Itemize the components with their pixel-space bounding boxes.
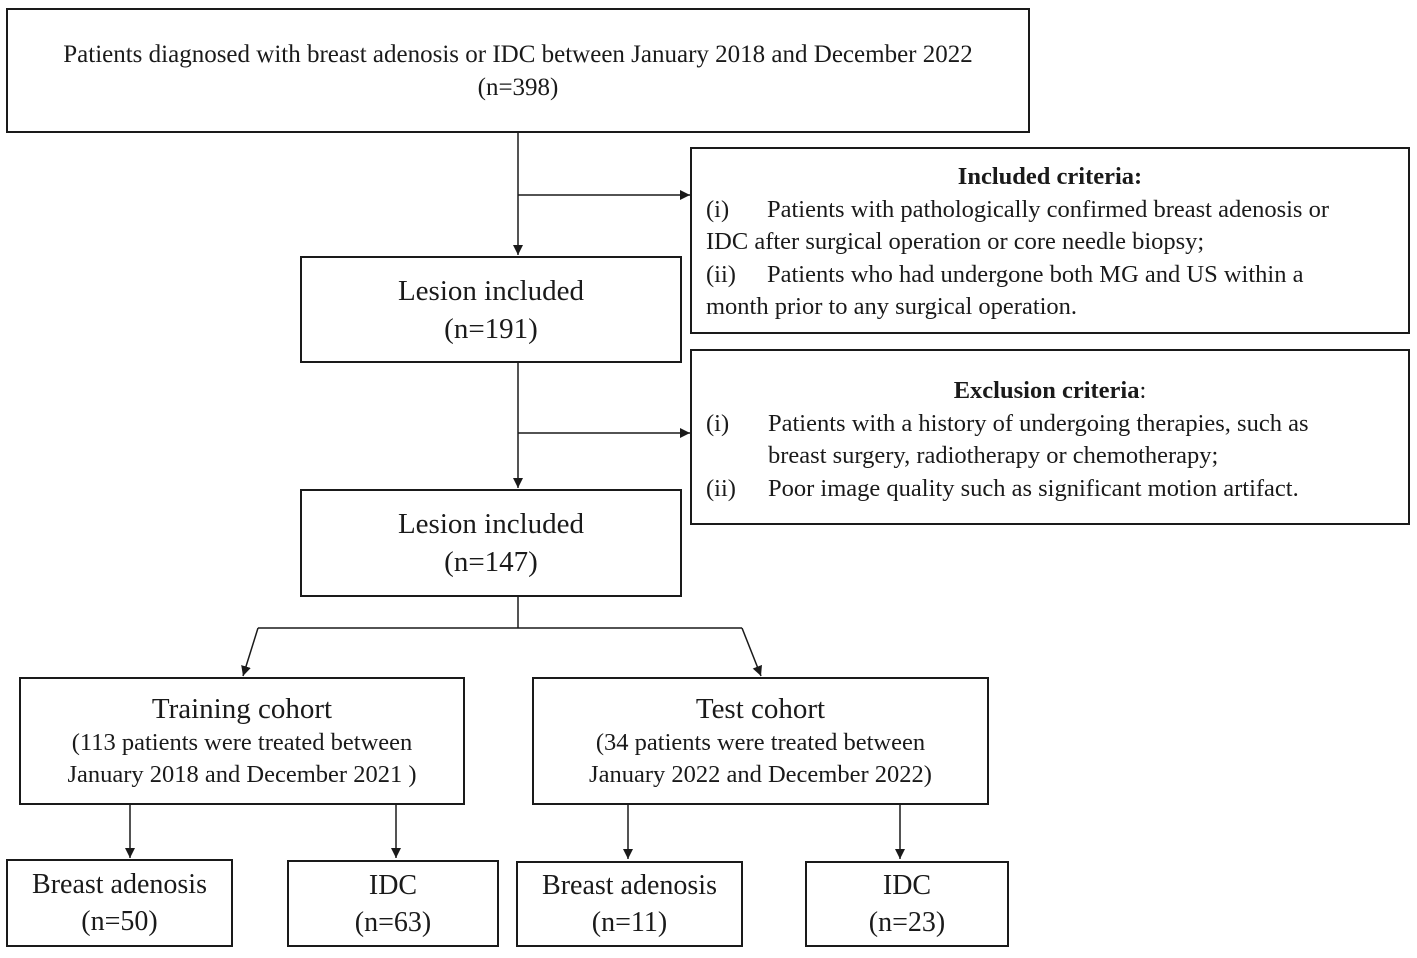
included-item-1-text: Patients with pathologically confirmed b… xyxy=(767,195,1330,223)
training-cohort-title: Training cohort xyxy=(151,693,333,725)
test-adenosis-count: (n=11) xyxy=(591,907,668,938)
exclusion-item-2-text: Poor image quality such as significant m… xyxy=(768,474,1299,502)
exclusion-criteria-item-1: (i) Patients with a history of undergoing… xyxy=(706,408,1408,441)
box-test-idc: IDC (n=23) xyxy=(805,861,1009,947)
included-criteria-item-2: (ii) Patients who had undergone both MG a… xyxy=(706,259,1408,292)
exclusion-criteria-colon: : xyxy=(1139,377,1147,404)
arrow-to-test xyxy=(741,627,762,677)
box-training-cohort: Training cohort (113 patients were treat… xyxy=(19,677,465,805)
test-idc-label: IDC xyxy=(882,870,932,901)
test-cohort-period-1: (34 patients were treated between xyxy=(595,729,926,756)
exclusion-item-2-marker: (ii) xyxy=(706,474,736,502)
test-idc-count: (n=23) xyxy=(868,907,946,938)
exclusion-item-1-text: Patients with a history of undergoing th… xyxy=(768,409,1309,437)
test-cohort-title: Test cohort xyxy=(695,693,826,725)
test-cohort-period-2: January 2022 and December 2022) xyxy=(589,761,932,788)
box-training-idc: IDC (n=63) xyxy=(287,860,499,947)
included-criteria-item-1: (i) Patients with pathologically confirme… xyxy=(706,194,1408,227)
included-item-2-marker: (ii) xyxy=(706,260,736,288)
exclusion-criteria-heading: Exclusion criteria: xyxy=(706,375,1408,408)
exclusion-criteria-title: Exclusion criteria xyxy=(953,377,1140,404)
training-cohort-period-1: (113 patients were treated between xyxy=(71,729,413,756)
arrow-to-training xyxy=(241,627,259,677)
training-idc-label: IDC xyxy=(368,869,418,901)
test-adenosis-label: Breast adenosis xyxy=(542,870,717,901)
lesion1-title: Lesion included xyxy=(397,274,585,307)
exclusion-criteria-item-2: (ii) Poor image quality such as significa… xyxy=(706,473,1408,506)
included-criteria-title: Included criteria: xyxy=(957,163,1143,190)
box-included-criteria: Included criteria: (i) Patients with path… xyxy=(690,147,1410,334)
lesion1-count: (n=191) xyxy=(444,312,538,345)
box-exclusion-criteria: Exclusion criteria: (i) Patients with a h… xyxy=(690,349,1410,525)
box-all-patients: Patients diagnosed with breast adenosis … xyxy=(6,8,1030,133)
included-item-2-continuation: month prior to any surgical operation. xyxy=(706,293,1078,320)
box-lesion-included-2: Lesion included (n=147) xyxy=(300,489,682,597)
box-test-breast-adenosis: Breast adenosis (n=11) xyxy=(516,861,743,947)
all-patients-description: Patients diagnosed with breast adenosis … xyxy=(63,40,973,68)
included-item-1-marker: (i) xyxy=(706,195,730,223)
exclusion-item-1-marker: (i) xyxy=(706,409,730,437)
all-patients-count: (n=398) xyxy=(477,73,559,101)
included-item-2-text: Patients who had undergone both MG and U… xyxy=(767,260,1304,288)
box-lesion-included-1: Lesion included (n=191) xyxy=(300,256,682,363)
box-training-breast-adenosis: Breast adenosis (n=50) xyxy=(6,859,233,947)
lesion2-count: (n=147) xyxy=(444,546,538,578)
training-cohort-period-2: January 2018 and December 2021 ) xyxy=(67,761,417,788)
box-test-cohort: Test cohort (34 patients were treated be… xyxy=(532,677,989,805)
training-adenosis-count: (n=50) xyxy=(81,906,158,937)
exclusion-item-1-continuation: breast surgery, radiotherapy or chemothe… xyxy=(768,442,1219,469)
training-adenosis-label: Breast adenosis xyxy=(32,869,207,900)
training-idc-count: (n=63) xyxy=(354,906,432,938)
included-item-1-continuation: IDC after surgical operation or core nee… xyxy=(706,228,1205,255)
lesion2-title: Lesion included xyxy=(397,508,585,540)
